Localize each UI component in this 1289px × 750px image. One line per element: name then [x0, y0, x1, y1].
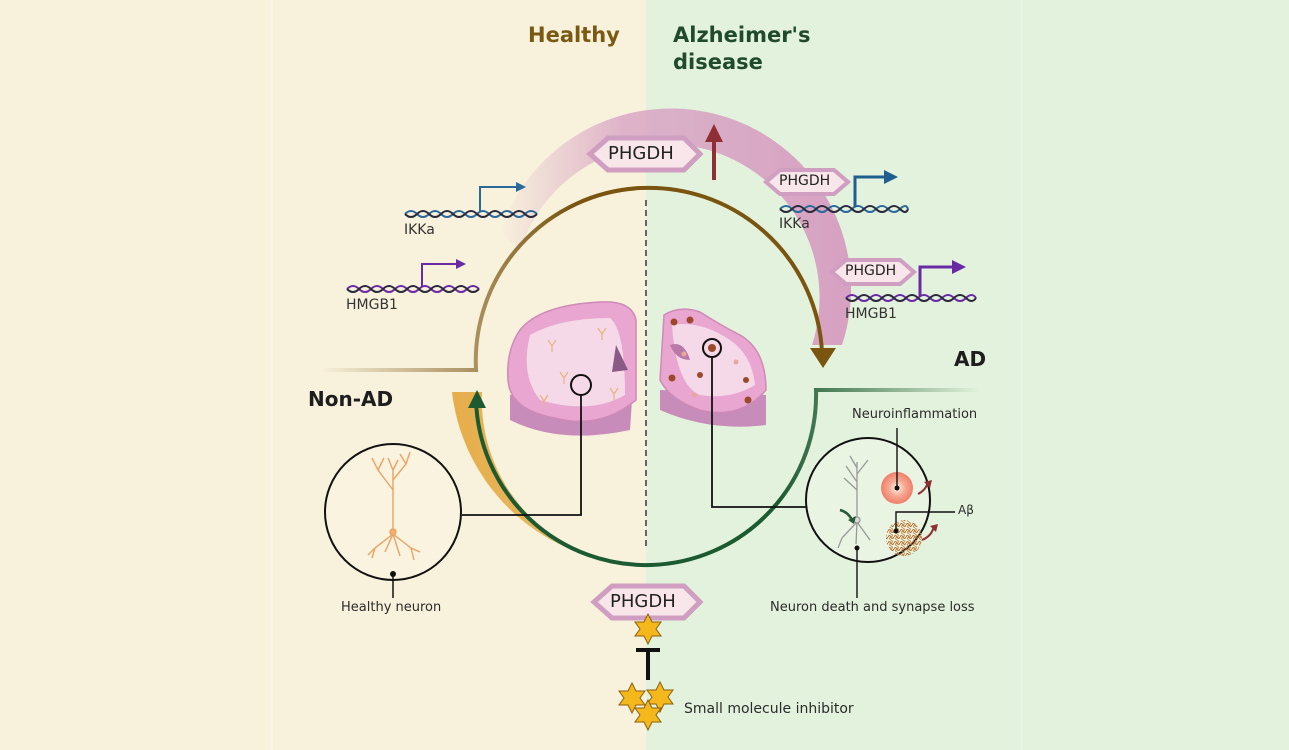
- ad-hmgb1-dna: [845, 260, 977, 302]
- inhibitor-stars: [618, 612, 674, 732]
- alzheimers-header-line1: Alzheimer's: [673, 23, 811, 47]
- pink-progression-arrow: [500, 108, 852, 345]
- phgdh-hmgb1-hexagon: [828, 258, 918, 286]
- ad-connector: [711, 357, 810, 508]
- orange-reversal-arrow: [452, 392, 760, 565]
- dying-neuron-icon: [837, 455, 871, 549]
- healthy-neuron-circle: [324, 443, 462, 598]
- phgdh-ikka-label: PHGDH: [779, 173, 831, 189]
- healthy-ikka-dna: [404, 182, 538, 218]
- ad-path: [468, 388, 980, 567]
- right-edge-line: [1020, 0, 1023, 750]
- amyloid-plaque-icon: [886, 520, 922, 556]
- alzheimers-header-line2: disease: [673, 50, 763, 74]
- bound-star-icon: [634, 612, 662, 646]
- ad-brain-slice: [659, 308, 767, 427]
- phgdh-bottom-label: PHGDH: [610, 591, 676, 612]
- ad-neuron-circle: [805, 428, 955, 598]
- ad-ikka-dna: [779, 170, 909, 213]
- star-icon: [646, 680, 674, 714]
- star-icon: [618, 681, 646, 715]
- inhibitor-label: Small molecule inhibitor: [684, 701, 854, 717]
- phgdh-hmgb1-label: PHGDH: [845, 263, 897, 279]
- non-ad-label: Non-AD: [308, 387, 394, 411]
- healthy-hmgb1-dna: [346, 259, 480, 293]
- phgdh-ikka-hexagon: [762, 168, 852, 196]
- healthy-header: Healthy: [528, 23, 620, 47]
- ad-label: AD: [954, 347, 987, 371]
- upregulation-arrow: [705, 124, 723, 180]
- healthy-brain-slice: [507, 301, 637, 436]
- phgdh-top-hexagon: [586, 135, 704, 173]
- healthy-neuron-icon: [367, 451, 421, 561]
- healthy-ikka-label: IKKa: [404, 222, 435, 238]
- neuroinflammation-label: Neuroinflammation: [852, 407, 978, 422]
- phgdh-bottom-hexagon: [590, 583, 704, 621]
- left-edge-line: [270, 0, 273, 750]
- green-arrowhead: [468, 390, 486, 408]
- neuron-death-label: Neuron death and synapse loss: [770, 600, 975, 615]
- ad-hmgb1-label: HMGB1: [845, 306, 897, 322]
- star-icon: [634, 698, 662, 732]
- healthy-neuron-label: Healthy neuron: [341, 600, 442, 615]
- ad-ikka-label: IKKa: [779, 216, 810, 232]
- brown-arrowhead: [810, 348, 836, 368]
- healthy-connector: [462, 395, 582, 516]
- abeta-label: Aβ: [958, 503, 974, 517]
- phgdh-top-label: PHGDH: [608, 143, 674, 164]
- healthy-hmgb1-label: HMGB1: [346, 297, 398, 313]
- healthy-path: [320, 185, 836, 372]
